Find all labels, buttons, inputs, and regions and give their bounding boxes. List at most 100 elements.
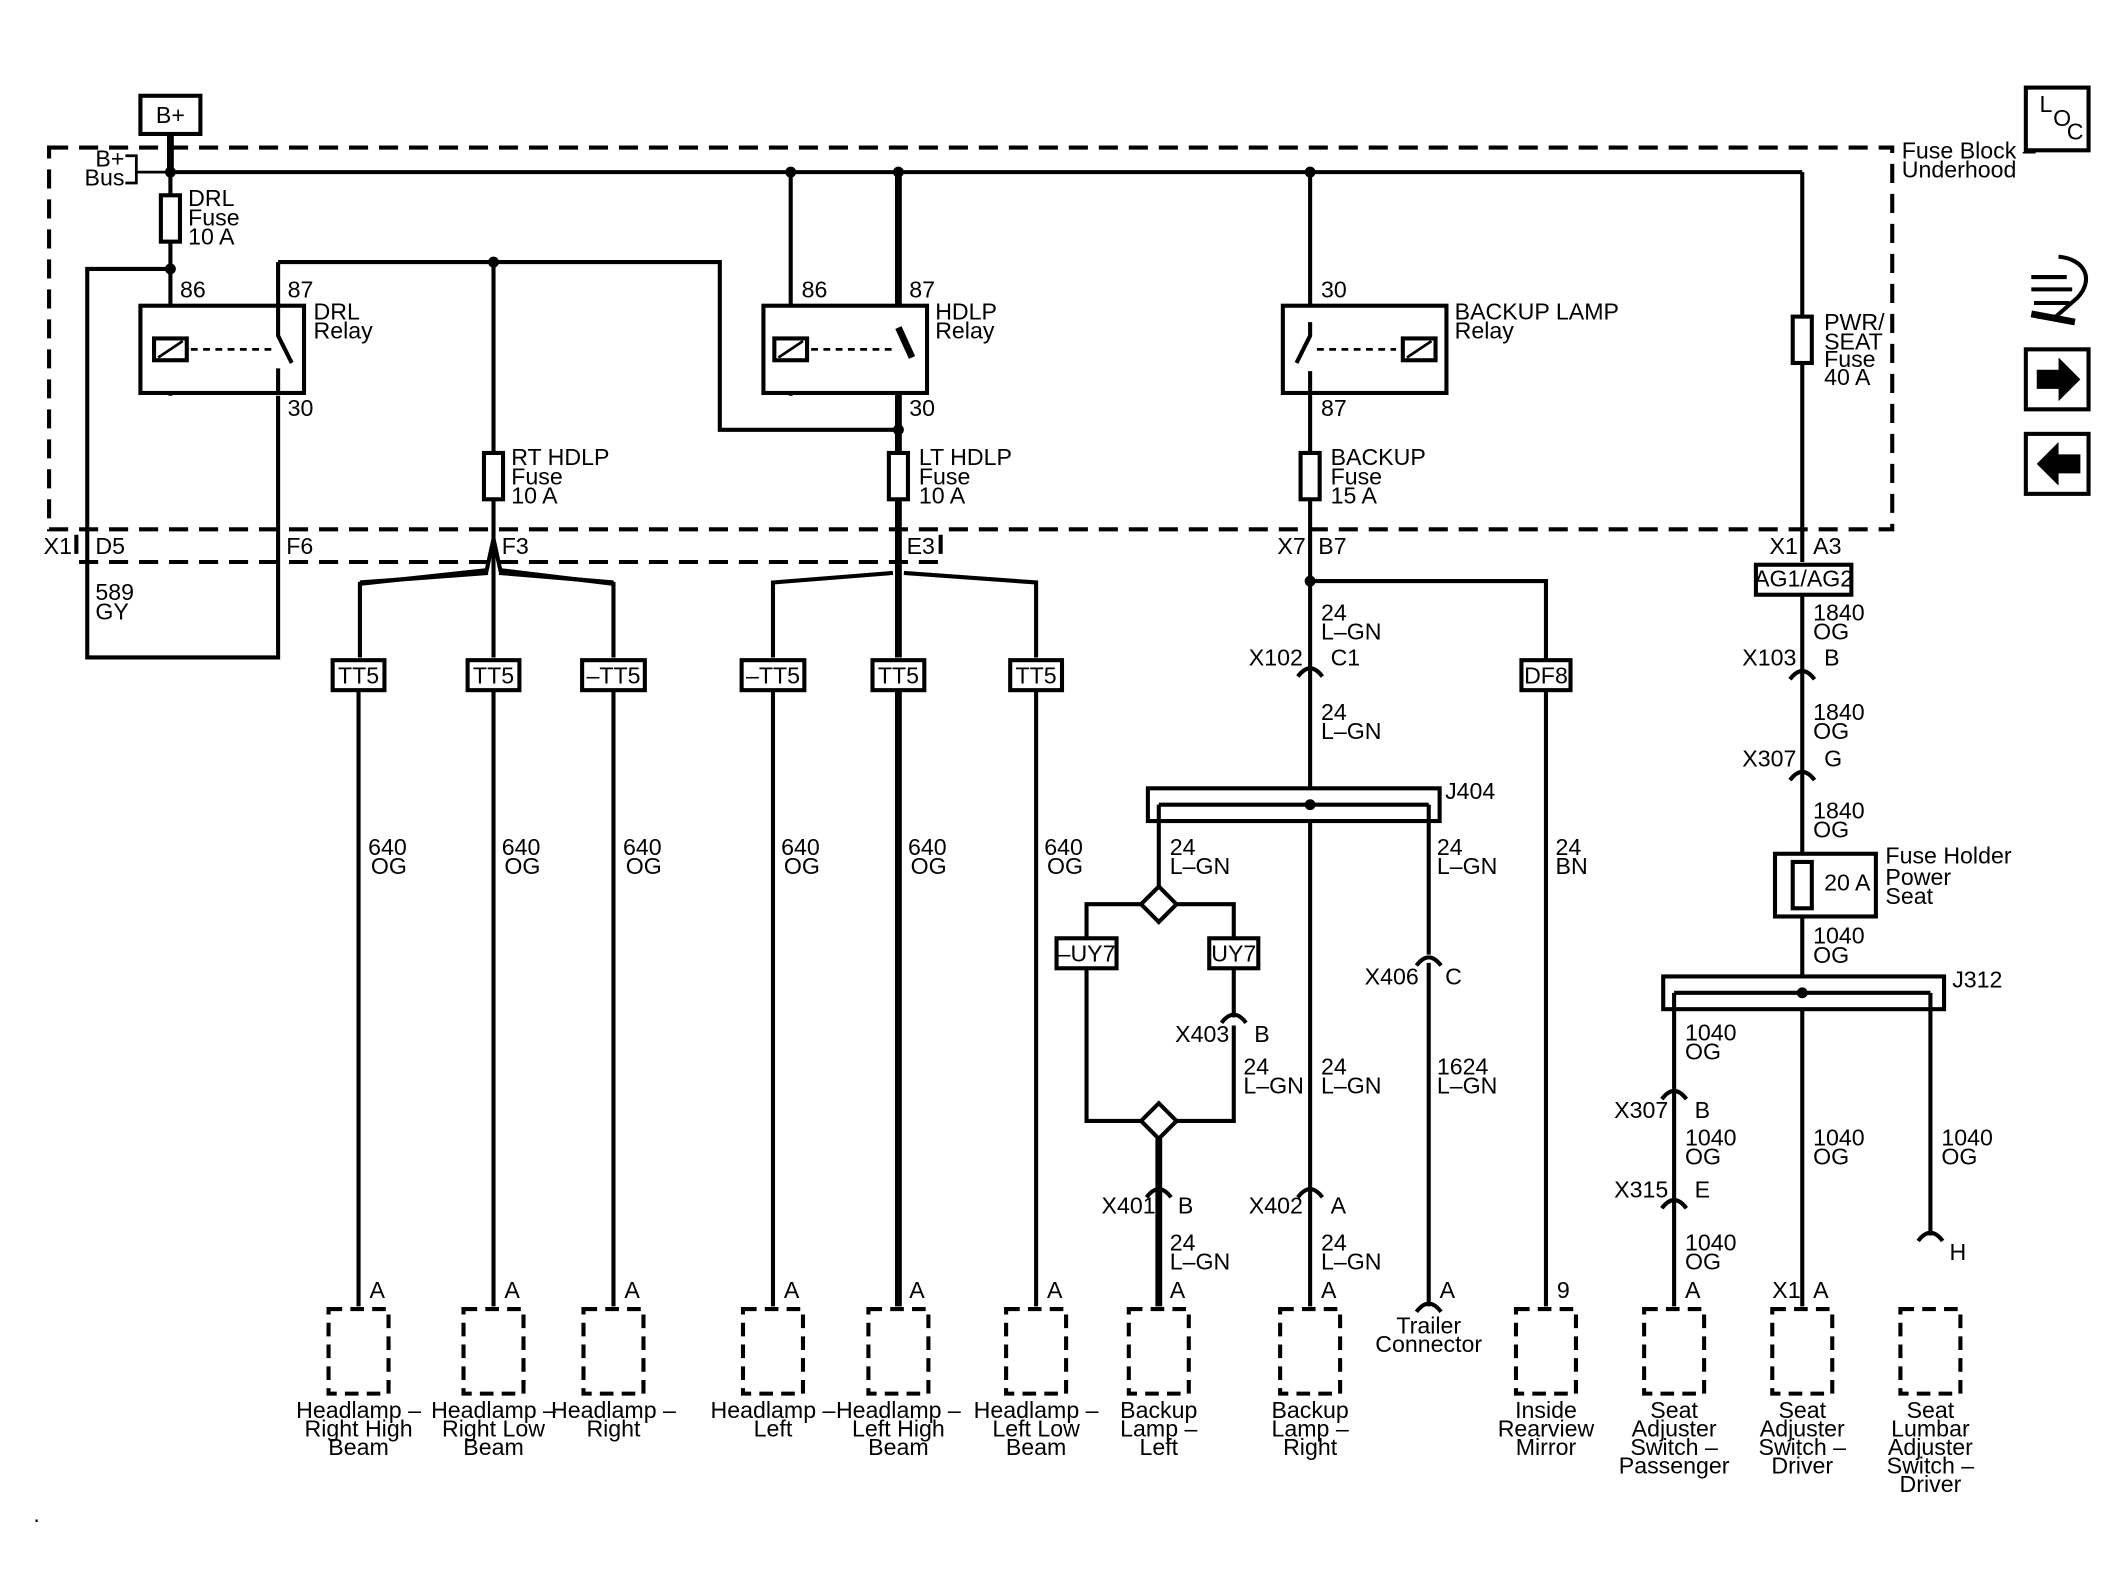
x402-pin: A	[1331, 1193, 1347, 1219]
pwr-seat-fuse	[1790, 314, 1814, 366]
seat-wire-5c: OG	[1685, 1039, 1721, 1065]
x1-connector-left: X1	[44, 533, 72, 559]
lt-hdlp-fuse-rating: 10 A	[919, 482, 966, 508]
seat-wire-9: 1040	[1941, 1125, 1993, 1151]
components-view-icon[interactable]	[2030, 254, 2089, 326]
fuse-holder-label-3: Seat	[1885, 883, 1933, 909]
rt-hdlp-fuse	[481, 450, 506, 502]
component-label: Headlamp –	[551, 1397, 676, 1423]
pin-f6: F6	[286, 533, 313, 559]
x103-pin: B	[1824, 645, 1839, 671]
component-pin: 9	[1557, 1277, 1570, 1303]
x103-label: X103	[1742, 645, 1796, 671]
x403-connector	[1219, 1012, 1248, 1025]
seat-wire-4c: OG	[1813, 942, 1849, 968]
tt5-box-1	[330, 658, 387, 693]
component-label: Headlamp –	[974, 1397, 1099, 1423]
wire-label-3: 640	[623, 834, 662, 860]
component-box	[740, 1307, 806, 1396]
tt5-label-6: TT5	[1016, 662, 1057, 688]
tt5-label-2: TT5	[473, 662, 514, 688]
component-label: Lamp –	[1120, 1416, 1197, 1442]
component-label: Right Low	[442, 1416, 545, 1442]
rt-hdlp-circuit: RT HDLP Fuse 10 A F3	[357, 262, 616, 658]
x1-connector-right: X1	[1770, 533, 1798, 559]
location-indicator: L O C	[2023, 85, 2091, 153]
component-label: Adjuster	[1760, 1416, 1845, 1442]
bk-wire-8: 24	[1321, 1229, 1347, 1255]
j312-label: J312	[1952, 966, 2002, 992]
component-label: Seat	[1778, 1397, 1826, 1423]
power-seat-circuit: PWR/ SEAT Fuse 40 A A3 AG1/AG2 1840 OG X…	[1614, 172, 2012, 1307]
bk-wire-6: 24	[1170, 1229, 1196, 1255]
component-label: Lamp –	[1271, 1416, 1348, 1442]
x406-pin: C	[1445, 964, 1462, 990]
pin-h: H	[1949, 1239, 1966, 1265]
component-label: Switch –	[1630, 1434, 1718, 1460]
component-label: Connector	[1375, 1331, 1482, 1357]
mirror-wire: 24	[1556, 834, 1582, 860]
lumbar-connector	[1916, 1230, 1945, 1243]
bk-wire-4c: L–GN	[1437, 853, 1498, 879]
component-box	[1642, 1307, 1707, 1396]
backup-relay-type: Relay	[1455, 317, 1515, 343]
seat-wire-2c: OG	[1813, 718, 1849, 744]
seat-wire-7: 1040	[1685, 1229, 1737, 1255]
component-label: Switch –	[1759, 1434, 1847, 1460]
component-label: Right High	[304, 1416, 412, 1442]
seat-wire-1c: OG	[1813, 619, 1849, 645]
uy7-label: UY7	[1211, 940, 1256, 966]
backup-circuit: 30 87 BACKUP LAMP Relay BACKUP Fuse 15 A…	[1054, 172, 1619, 1314]
x1-driver-label: X1	[1772, 1277, 1800, 1303]
component-pin: A	[909, 1277, 925, 1303]
trailer-wire-c: L–GN	[1437, 1073, 1498, 1099]
tt5-label-1: TT5	[338, 662, 379, 688]
seat-wire-7c: OG	[1685, 1249, 1721, 1275]
component-box	[1278, 1307, 1343, 1396]
component-label: Driver	[1900, 1471, 1962, 1497]
component-label: Headlamp –	[296, 1397, 421, 1423]
x102-connector	[1296, 666, 1325, 678]
tt5-label-4: –TT5	[746, 662, 800, 688]
x7-connector: X7	[1277, 533, 1305, 559]
pwr-seat-fuse-name-2: SEAT	[1824, 328, 1883, 354]
component-pin: A	[369, 1277, 385, 1303]
x315-pin: E	[1695, 1176, 1710, 1202]
seat-wire-2: 1840	[1813, 699, 1865, 725]
component-label: Adjuster	[1888, 1434, 1973, 1460]
x401-connector	[1144, 1187, 1173, 1199]
trailer-wire: 1624	[1437, 1054, 1489, 1080]
bk-wire-2c: L–GN	[1321, 718, 1382, 744]
bl-pin-87: 87	[1321, 395, 1347, 421]
x403-label: X403	[1175, 1021, 1229, 1047]
wire-color-1: OG	[371, 853, 407, 879]
component-box	[1898, 1307, 1963, 1396]
seat-wire-5: 1040	[1685, 1020, 1737, 1046]
hdlp-pin-87: 87	[909, 277, 935, 303]
x102-label: X102	[1249, 645, 1303, 671]
component-label: Right	[586, 1416, 641, 1442]
battery-source: B+	[138, 93, 203, 136]
bus-label-2: Bus	[85, 165, 125, 191]
component-label: Lumbar	[1891, 1416, 1970, 1442]
drl-wire-circuit: 589	[95, 579, 134, 605]
hdlp-pin-86: 86	[802, 277, 828, 303]
x401-pin: B	[1178, 1193, 1193, 1219]
previous-page-arrow-icon[interactable]	[2023, 431, 2091, 496]
component-label: Backup	[1120, 1397, 1197, 1423]
drl-circuit: DRL Fuse 10 A 86 87 30 DRL Relay D5 F6 5…	[85, 172, 899, 660]
next-page-arrow-icon[interactable]	[2023, 347, 2091, 412]
x307b-pin: B	[1695, 1097, 1710, 1123]
bus-label: B+	[95, 146, 124, 172]
component-label: Headlamp –	[431, 1397, 556, 1423]
rt-hdlp-fuse-type: Fuse	[511, 463, 562, 489]
seat-wire-8: 1040	[1813, 1125, 1865, 1151]
fuse-block-title: Fuse Block –	[1902, 137, 2036, 163]
component-label: Beam	[328, 1434, 389, 1460]
wire-color-2: OG	[504, 853, 540, 879]
fuse-holder-label-2: Power	[1885, 864, 1951, 890]
drl-wire-color: GY	[95, 598, 128, 624]
